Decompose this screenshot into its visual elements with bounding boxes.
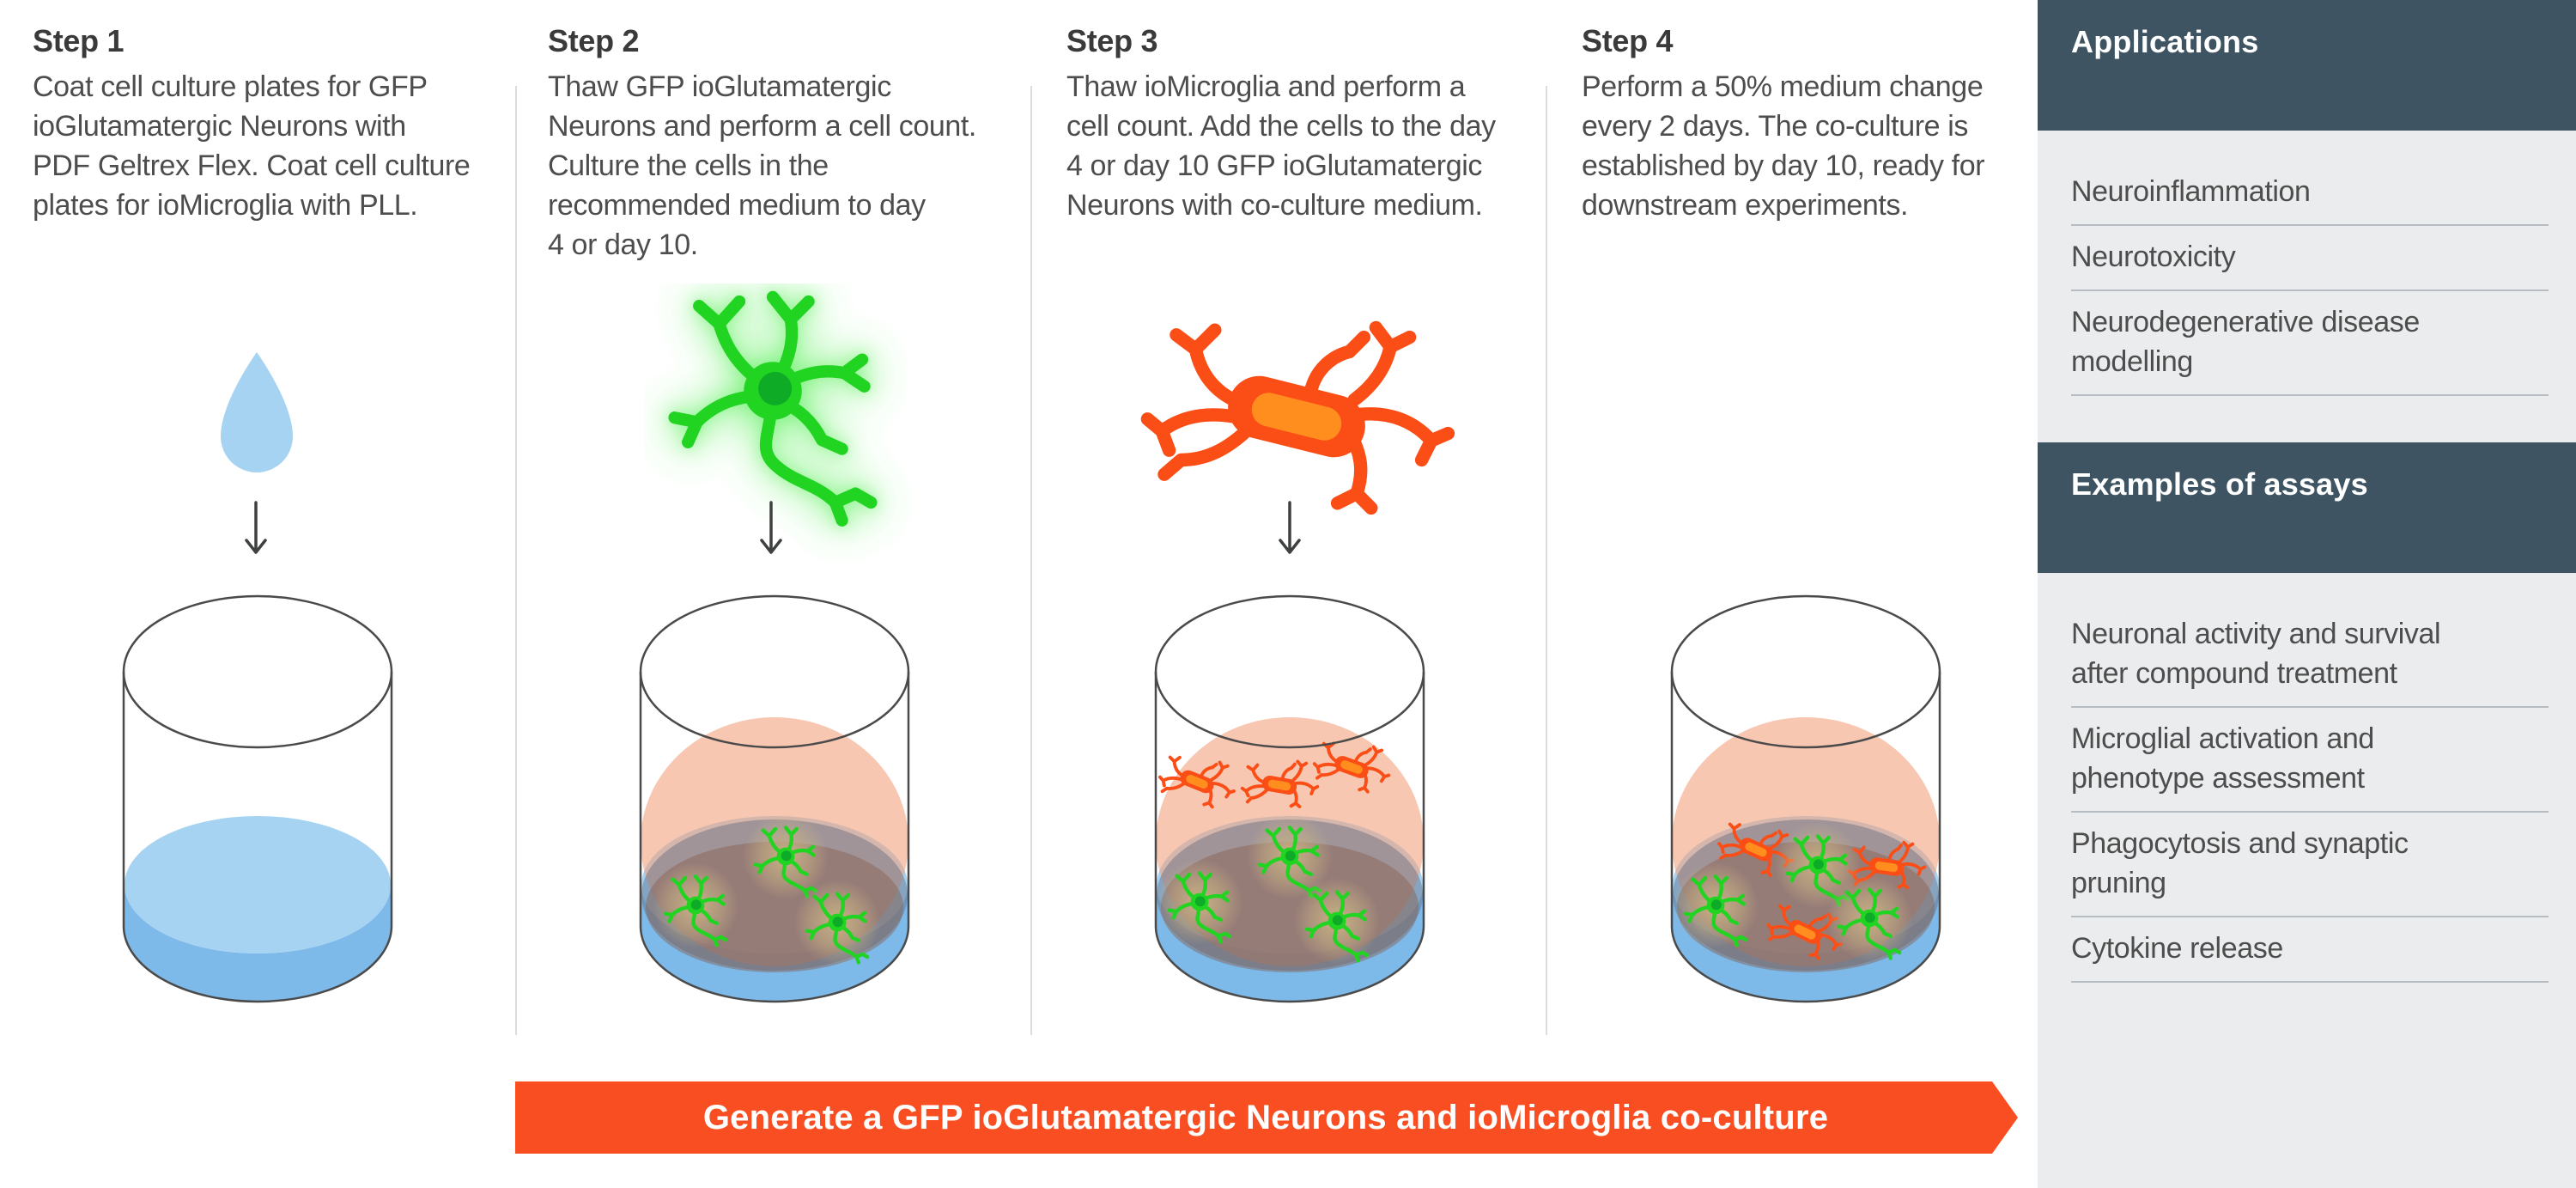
step-column-1: Step 1 Coat cell culture plates for GFP … (33, 22, 531, 225)
step-description: Perform a 50% medium change every 2 days… (1582, 70, 1985, 222)
banner-label: Generate a GFP ioGlutamatergic Neurons a… (702, 1098, 1829, 1136)
list-item: Neuronal activity and survival after com… (2071, 614, 2549, 708)
step-column-2: Step 2 Thaw GFP ioGlutamatergic Neurons … (548, 22, 1046, 265)
assays-list: Neuronal activity and survival after com… (2071, 614, 2549, 983)
list-item: Phagocytosis and synaptic pruning (2071, 813, 2549, 917)
applications-list: Neuroinflammation Neurotoxicity Neurodeg… (2071, 172, 2549, 396)
list-item: Neurotoxicity (2071, 226, 2549, 291)
down-arrow-icon (1278, 501, 1302, 567)
list-item: Cytokine release (2071, 917, 2549, 983)
step-column-3: Step 3 Thaw ioMicroglia and perform a ce… (1066, 22, 1564, 225)
list-item: Neurodegenerative disease modelling (2071, 291, 2549, 396)
sidebar: Applications Neuroinflammation Neurotoxi… (2038, 0, 2576, 1188)
droplet-icon (219, 350, 295, 482)
assays-header: Examples of assays (2038, 442, 2576, 573)
step-title: Step 3 (1066, 23, 1158, 58)
step-description: Coat cell culture plates for GFP ioGluta… (33, 70, 471, 222)
step-description: Thaw ioMicroglia and perform a cell coun… (1066, 70, 1496, 222)
culture-vessel-step4 (1668, 593, 1943, 1027)
applications-header: Applications (2038, 0, 2576, 131)
gfp-neuron-icon (644, 283, 927, 571)
column-divider (1546, 86, 1547, 1035)
list-item: Neuroinflammation (2071, 172, 2549, 226)
banner-arrow (515, 1080, 2026, 1157)
column-divider (1030, 86, 1032, 1035)
culture-vessel-step1 (120, 593, 395, 1027)
step-title: Step 4 (1582, 23, 1674, 58)
culture-vessel-step2 (637, 593, 912, 1027)
step-title: Step 1 (33, 23, 125, 58)
down-arrow-icon (244, 501, 268, 567)
down-arrow-icon (759, 501, 783, 567)
step-title: Step 2 (548, 23, 640, 58)
microglia-icon (1133, 318, 1460, 520)
list-item: Microglial activation and phenotype asse… (2071, 708, 2549, 813)
step-column-4: Step 4 Perform a 50% medium change every… (1582, 22, 2080, 225)
step-description: Thaw GFP ioGlutamatergic Neurons and per… (548, 70, 976, 261)
culture-vessel-step3 (1152, 593, 1427, 1027)
column-divider (515, 86, 517, 1035)
